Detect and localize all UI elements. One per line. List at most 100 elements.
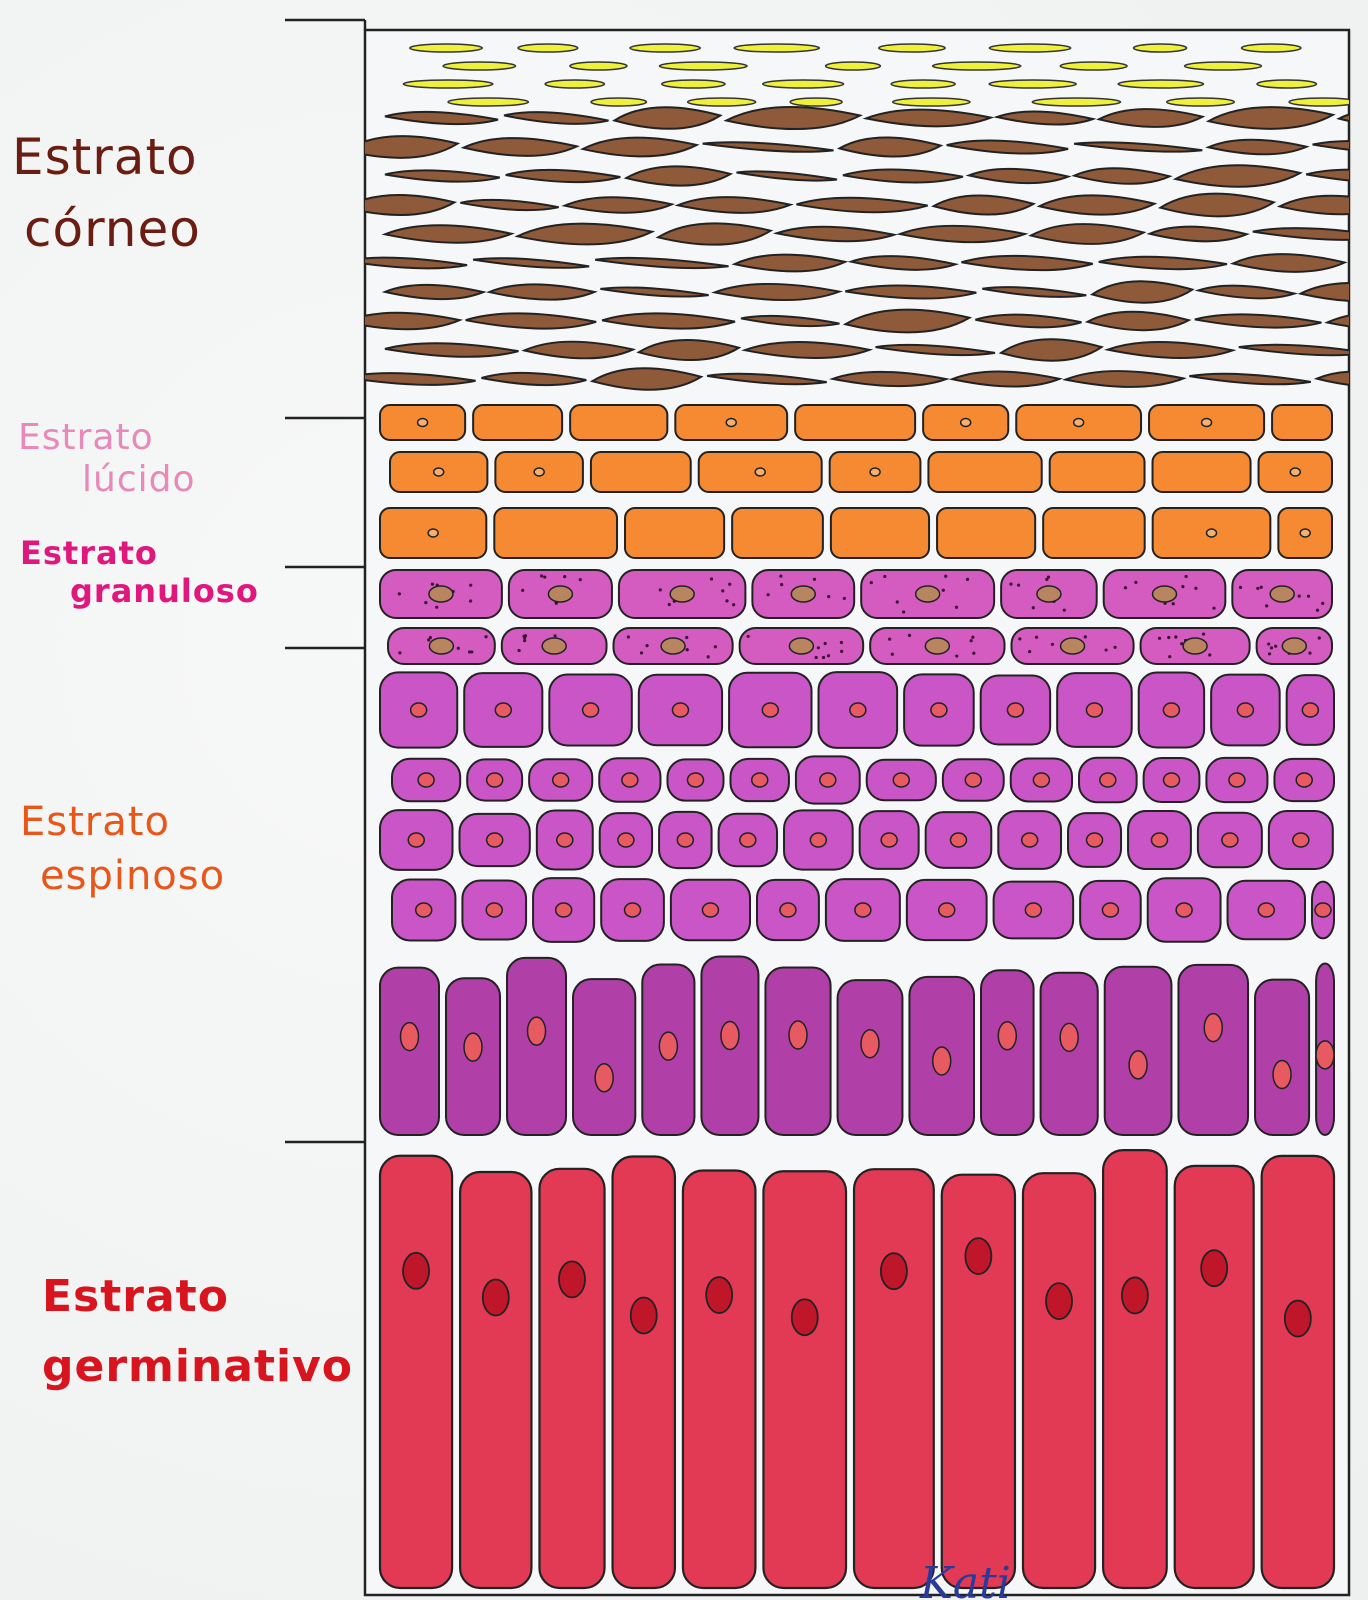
keratohyalin-granule — [521, 589, 524, 592]
keratohyalin-granule — [1084, 635, 1087, 638]
spinous-nucleus — [556, 903, 572, 917]
keratohyalin-granule — [813, 578, 816, 581]
granular-nucleus — [429, 586, 453, 602]
spinous-nucleus — [487, 773, 503, 787]
keratohyalin-granule — [714, 645, 717, 648]
keratohyalin-granule — [840, 650, 843, 653]
spinous-nucleus — [687, 773, 703, 787]
germinative-nucleus — [483, 1280, 509, 1316]
keratohyalin-granule — [1158, 637, 1161, 640]
spinous-nucleus — [1296, 773, 1312, 787]
lucidum-cell — [1043, 508, 1145, 558]
granular-nucleus — [1061, 638, 1085, 654]
keratohyalin-granule — [1181, 585, 1184, 588]
keratohyalin-granule — [1124, 586, 1127, 589]
yellow-flake-cell — [1060, 62, 1127, 70]
lucidum-nucleus — [961, 419, 971, 427]
spinous-nucleus — [595, 1064, 613, 1092]
spinous-nucleus — [1007, 703, 1023, 717]
spinous-nucleus — [464, 1033, 482, 1061]
yellow-flake-cell — [1289, 98, 1357, 106]
spinous-nucleus — [408, 833, 424, 847]
spinous-nucleus — [1102, 903, 1118, 917]
spinous-nucleus — [1086, 703, 1102, 717]
lucidum-cell — [494, 508, 617, 558]
keratohyalin-granule — [1267, 642, 1270, 645]
granular-nucleus — [670, 586, 694, 602]
keratohyalin-granule — [1018, 637, 1021, 640]
keratohyalin-granule — [686, 648, 689, 651]
spinous-nucleus — [1315, 903, 1331, 917]
keratohyalin-granule — [1308, 652, 1311, 655]
spinous-nucleus — [762, 703, 778, 717]
keratohyalin-granule — [1185, 575, 1188, 578]
granular-nucleus — [789, 638, 813, 654]
keratohyalin-granule — [896, 600, 899, 603]
spinous-nucleus — [528, 1017, 546, 1045]
keratohyalin-granule — [1318, 636, 1321, 639]
germinative-nucleus — [965, 1238, 991, 1274]
yellow-flake-cell — [630, 44, 700, 52]
germinative-nucleus — [792, 1299, 818, 1335]
keratohyalin-granule — [1321, 602, 1324, 605]
spinous-nucleus — [931, 703, 947, 717]
keratohyalin-granule — [815, 656, 818, 659]
keratohyalin-granule — [1032, 606, 1035, 609]
yellow-flake-cell — [989, 44, 1070, 52]
spinous-nucleus — [400, 1023, 418, 1051]
germinative-cell — [1175, 1166, 1254, 1588]
spinous-nucleus — [1204, 1014, 1222, 1042]
keratohyalin-granule — [822, 656, 825, 659]
keratohyalin-granule — [563, 575, 566, 578]
keratohyalin-granule — [955, 606, 958, 609]
keratohyalin-granule — [891, 653, 894, 656]
yellow-flake-cell — [1242, 44, 1301, 52]
germinative-cell — [683, 1170, 756, 1588]
keratohyalin-granule — [470, 650, 473, 653]
keratohyalin-granule — [1047, 575, 1050, 578]
germinative-cell — [942, 1175, 1015, 1588]
germinative-nucleus — [1046, 1283, 1072, 1319]
keratohyalin-granule — [710, 577, 713, 580]
keratohyalin-granule — [707, 655, 710, 658]
yellow-flake-cell — [570, 62, 627, 70]
yellow-flake-cell — [591, 98, 646, 106]
spinous-nucleus — [1273, 1061, 1291, 1089]
spinous-nucleus — [820, 773, 836, 787]
lucidum-nucleus — [1202, 419, 1212, 427]
spinous-columnar-cell — [1255, 980, 1309, 1135]
yellow-flake-cell — [734, 44, 819, 52]
granular-nucleus — [1153, 586, 1177, 602]
keratohyalin-granule — [645, 644, 648, 647]
spinous-nucleus — [1176, 903, 1192, 917]
germinative-cell — [1023, 1173, 1095, 1588]
spinous-nucleus — [486, 903, 502, 917]
granular-nucleus — [429, 638, 453, 654]
spinous-nucleus — [416, 903, 432, 917]
keratohyalin-granule — [966, 578, 969, 581]
lucidum-cell — [473, 405, 562, 440]
spinous-nucleus — [950, 833, 966, 847]
keratohyalin-granule — [971, 636, 974, 639]
keratohyalin-granule — [1172, 602, 1175, 605]
lucidum-cell — [795, 405, 915, 440]
spinous-nucleus — [1316, 1041, 1334, 1069]
keratohyalin-granule — [469, 584, 472, 587]
keratohyalin-granule — [1194, 587, 1197, 590]
lucidum-cell — [1153, 452, 1251, 492]
germinative-cell — [1262, 1156, 1334, 1588]
yellow-flake-cell — [826, 62, 881, 70]
keratohyalin-granule — [1168, 655, 1171, 658]
spinous-nucleus — [1060, 1023, 1078, 1051]
spinous-nucleus — [1222, 833, 1238, 847]
germinative-cell — [539, 1169, 604, 1588]
lucidum-nucleus — [1290, 468, 1300, 476]
keratohyalin-granule — [944, 575, 947, 578]
signature: Kati — [919, 1558, 1011, 1600]
spinous-nucleus — [659, 1032, 677, 1060]
keratohyalin-granule — [1298, 595, 1301, 598]
keratohyalin-granule — [902, 610, 905, 613]
spinous-nucleus — [721, 1022, 739, 1050]
keratohyalin-granule — [1274, 645, 1277, 648]
lucidum-cell — [591, 452, 691, 492]
